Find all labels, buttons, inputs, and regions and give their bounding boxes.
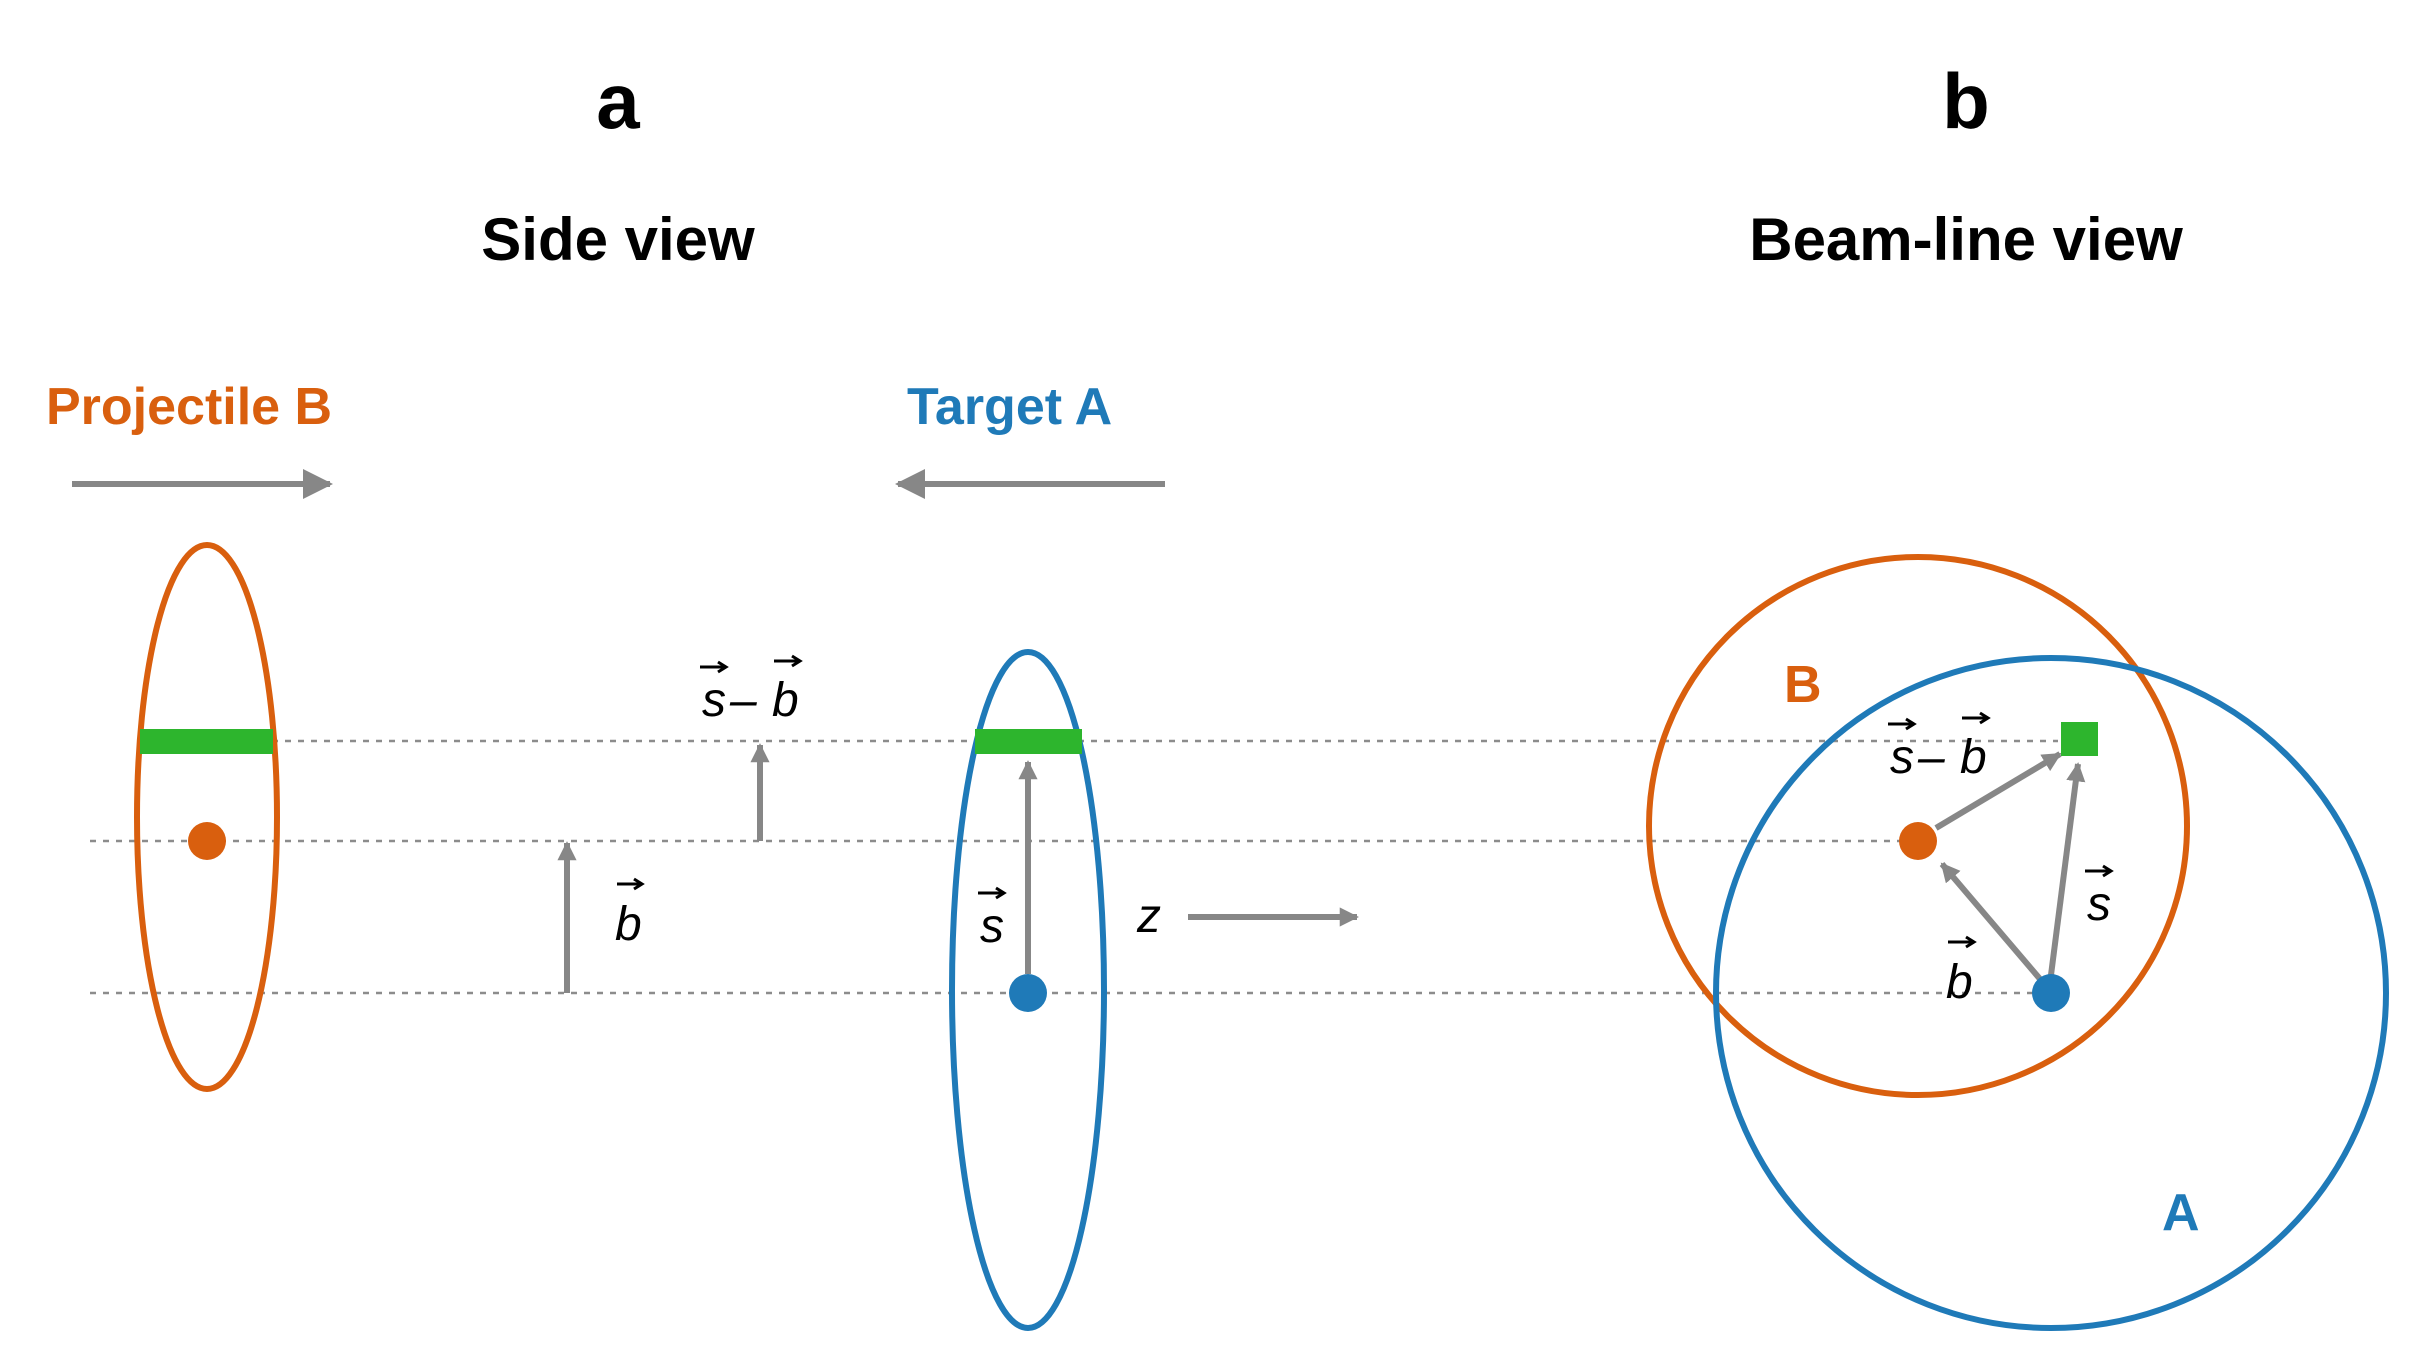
svg-text:s: s	[702, 674, 726, 727]
target-center-dot-transverse	[2032, 974, 2070, 1012]
svg-text:s: s	[2087, 878, 2111, 931]
vector-s-transverse-arrow	[2048, 762, 2086, 976]
panel-a-title: Side view	[481, 206, 755, 273]
svg-text:s: s	[980, 900, 1004, 953]
vector-b-transverse-arrow	[1939, 862, 2043, 981]
panel-a-letter: a	[596, 57, 640, 145]
z-axis-label: z	[1136, 890, 1161, 943]
target-center-dot	[1009, 974, 1047, 1012]
target-nucleus-transverse	[1713, 655, 2389, 1331]
panel-a: a Side view Projectile B Target A s b	[46, 57, 2058, 1331]
target-nucleus-side	[949, 649, 1107, 1331]
projectile-center-dot-transverse	[1899, 822, 1937, 860]
target-label: Target A	[907, 378, 1112, 436]
vector-s-side-label: s	[978, 886, 1007, 953]
svg-text:b: b	[1946, 956, 1973, 1009]
svg-text:–: –	[729, 674, 757, 727]
svg-text:b: b	[1960, 731, 1987, 784]
projectile-center-dot	[188, 822, 226, 860]
svg-text:b: b	[615, 898, 642, 951]
circle-b-label: B	[1784, 656, 1822, 714]
projectile-overlap-patch	[140, 729, 273, 754]
svg-text:s: s	[1890, 731, 1914, 784]
target-overlap-patch	[975, 729, 1082, 754]
svg-text:b: b	[772, 674, 799, 727]
projectile-nucleus-transverse	[1646, 554, 2190, 1098]
projectile-nucleus-side	[134, 542, 280, 1092]
circle-a-label: A	[2162, 1184, 2200, 1242]
panel-b-letter: b	[1942, 57, 1990, 145]
vector-s-minus-b-side-label: s – b	[700, 654, 803, 727]
vector-s-minus-b-transverse-label: s – b	[1888, 711, 1991, 784]
svg-text:–: –	[1917, 731, 1945, 784]
panel-b-title: Beam-line view	[1749, 206, 2183, 273]
vector-s-minus-b-transverse-arrow	[1934, 751, 2062, 831]
vector-b-side-label: b	[615, 877, 645, 951]
vector-b-transverse-label: b	[1946, 935, 1977, 1009]
overlap-point-square	[2061, 722, 2098, 756]
projectile-label: Projectile B	[46, 378, 332, 436]
panel-b: b Beam-line view B A b s s	[1646, 57, 2389, 1331]
vector-s-transverse-label: s	[2085, 864, 2114, 931]
